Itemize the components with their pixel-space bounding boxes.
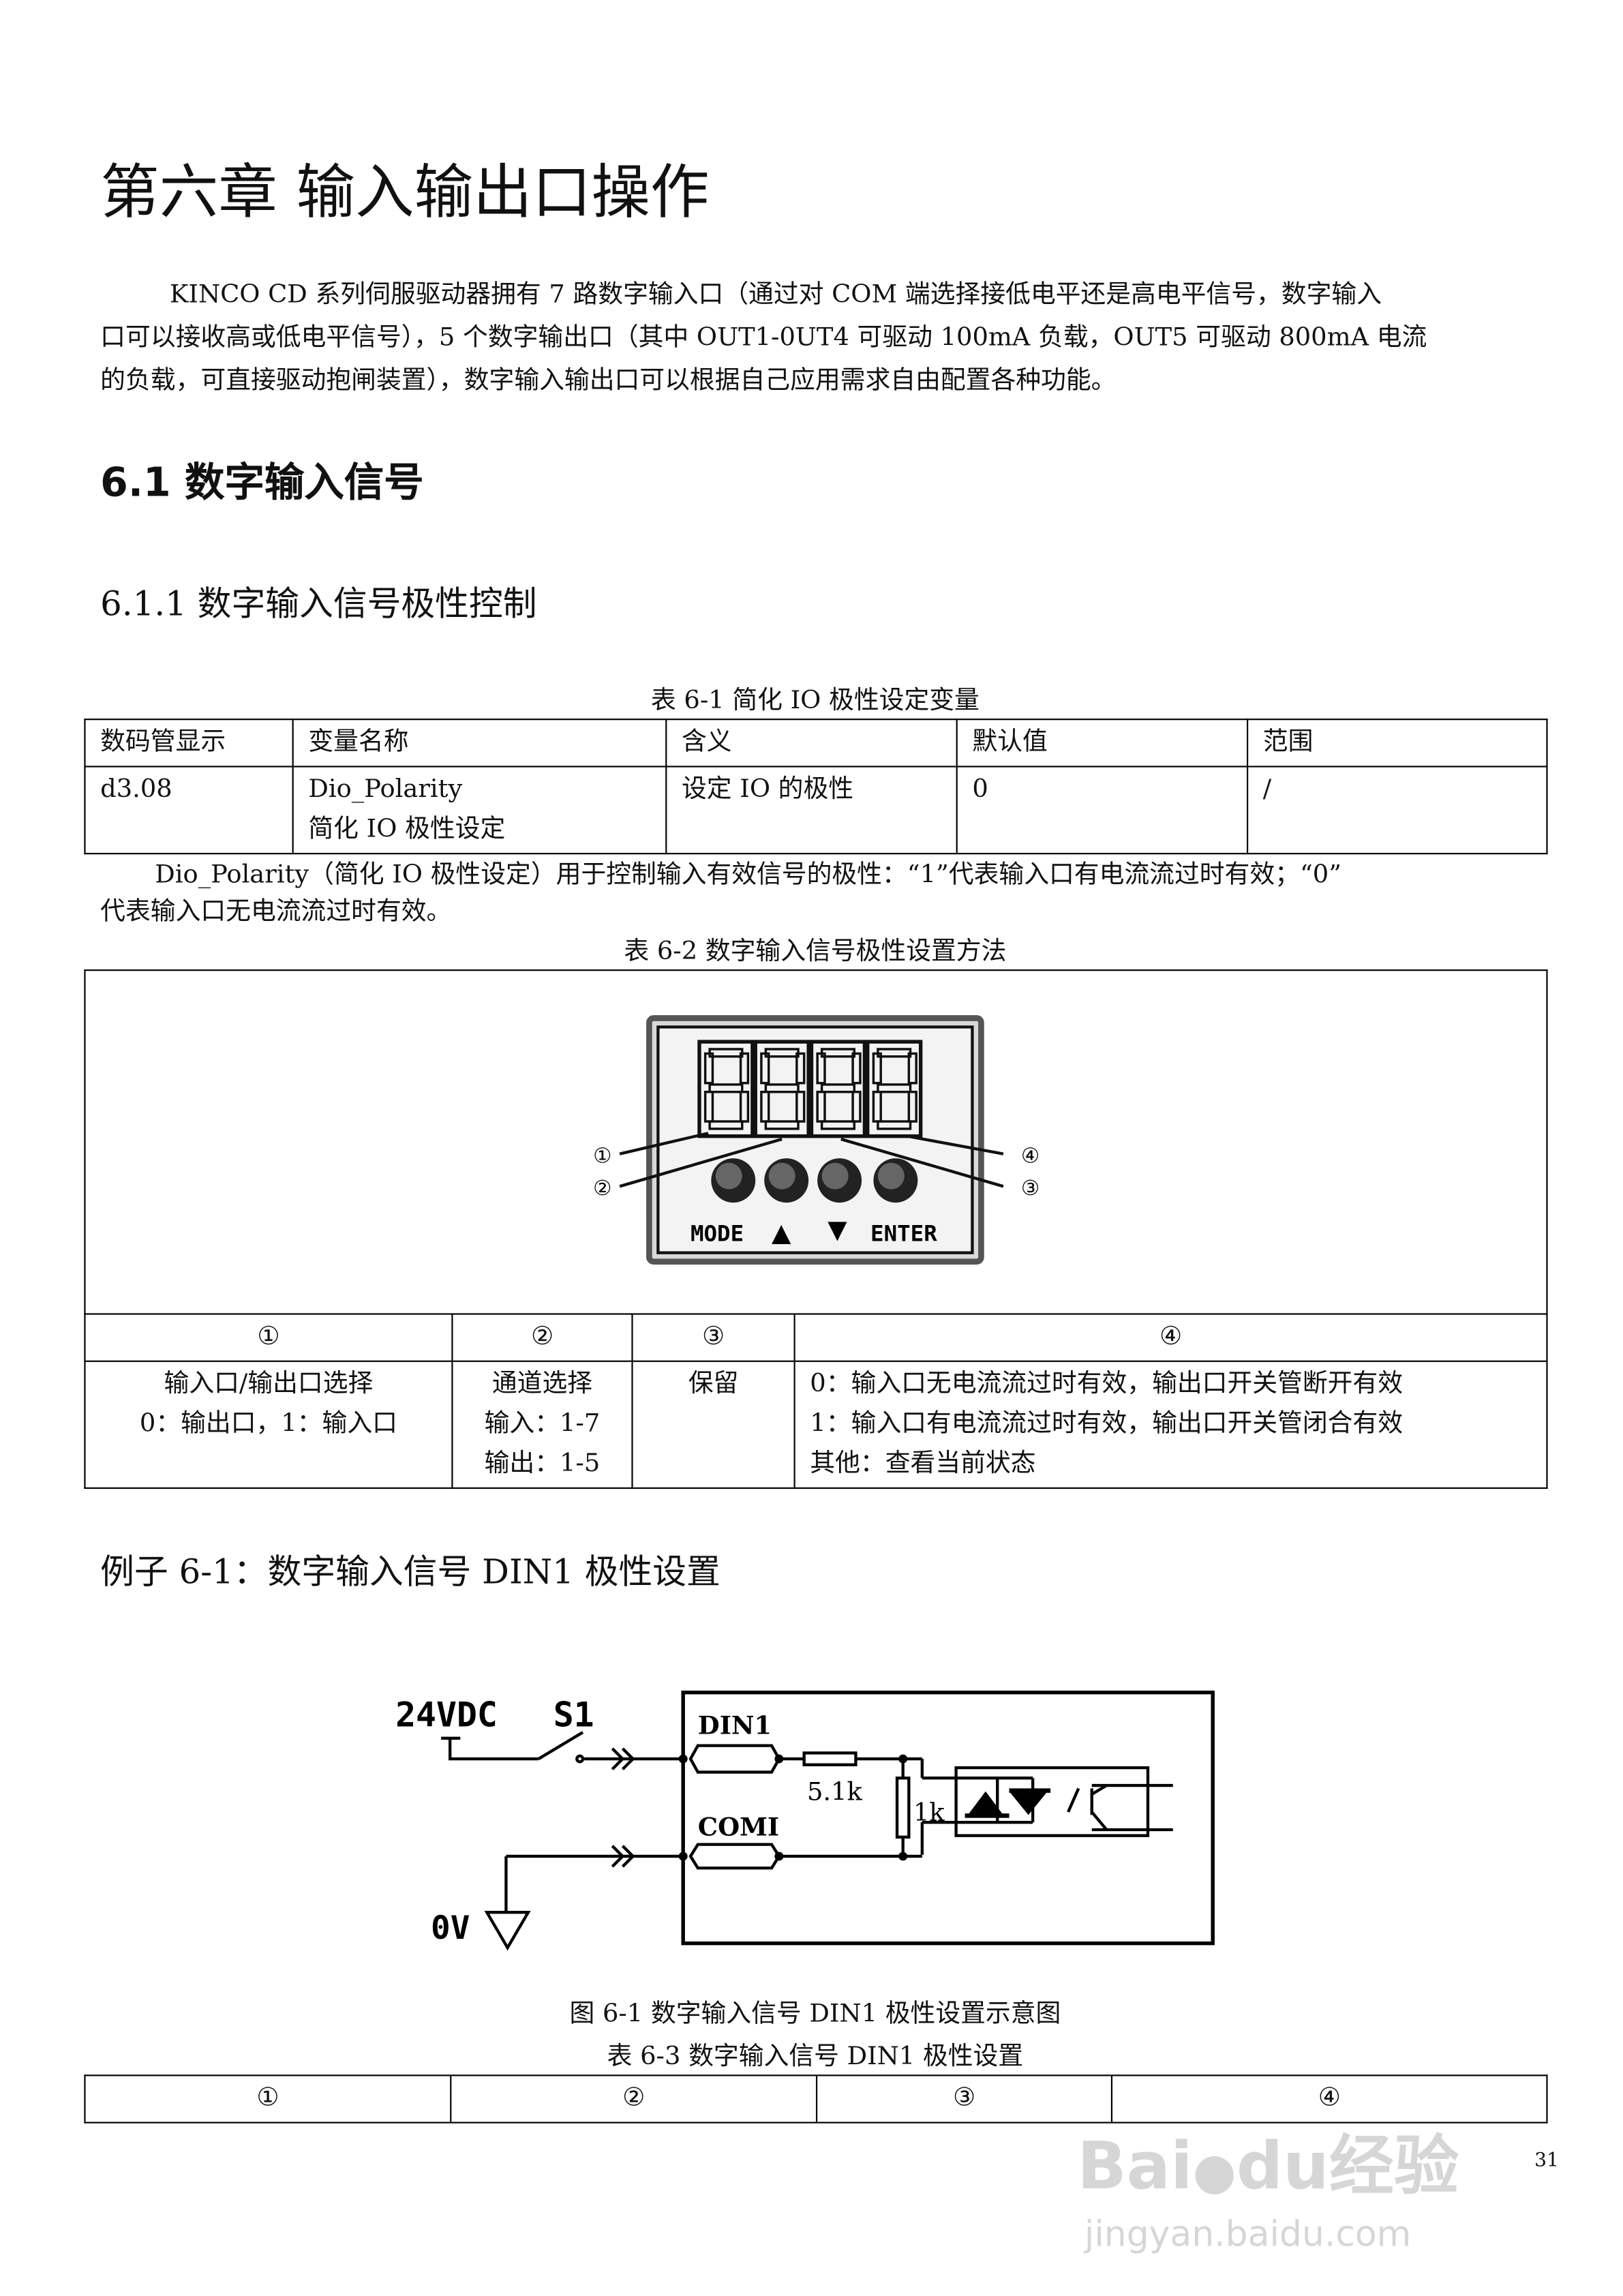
callout-4: ④ bbox=[1021, 1145, 1040, 1168]
variable-name: Dio_Polarity bbox=[308, 774, 463, 804]
segment bbox=[708, 1083, 744, 1093]
subsection-heading: 6.1.1 数字输入信号极性控制 bbox=[100, 586, 537, 624]
header-cell: 含义 bbox=[665, 719, 958, 768]
para2-line-1: Dio_Polarity（简化 IO 极性设定）用于控制输入有效信号的极性：“1… bbox=[155, 860, 1342, 890]
segment bbox=[907, 1090, 917, 1123]
header-cell: 范围 bbox=[1247, 719, 1548, 768]
intro-line-1: KINCO CD 系列伺服驱动器拥有 7 路数字输入口（通过对 COM 端选择接… bbox=[169, 280, 1382, 310]
din-label: DIN1 bbox=[698, 1710, 772, 1740]
segment bbox=[877, 1083, 912, 1093]
header-cell: ④ bbox=[793, 1313, 1548, 1362]
r2-label: 1k bbox=[913, 1798, 945, 1827]
up-label: ▲ bbox=[772, 1218, 791, 1247]
segment bbox=[708, 1120, 744, 1130]
figure-caption: 图 6-1 数字输入信号 DIN1 极性设置示意图 bbox=[569, 1999, 1061, 2029]
polarity-variable-table: 数码管显示 变量名称 含义 默认值 范围 d3.08 Dio_Polarity 简… bbox=[84, 719, 1548, 855]
segment bbox=[760, 1090, 770, 1123]
segment bbox=[816, 1052, 826, 1085]
table2-caption: 表 6-2 数字输入信号极性设置方法 bbox=[624, 937, 1007, 967]
enter-label: ENTER bbox=[870, 1220, 937, 1246]
segment bbox=[739, 1052, 750, 1085]
table-header-row: ① ② ③ ④ bbox=[84, 1313, 1548, 1362]
r1-label: 5.1k bbox=[807, 1777, 862, 1807]
header-cell: ③ bbox=[631, 1313, 795, 1362]
seven-segment-digit bbox=[753, 1040, 810, 1138]
cell: / bbox=[1247, 766, 1548, 855]
keypad-display-figure: MODE ▲ ▼ ENTER ① ② ④ ③ bbox=[593, 1015, 1040, 1265]
mode-label: MODE bbox=[691, 1220, 744, 1246]
din1-polarity-table: ① ② ③ ④ bbox=[84, 2074, 1548, 2124]
segment bbox=[739, 1090, 750, 1123]
segment bbox=[820, 1083, 855, 1093]
header-cell: ③ bbox=[815, 2074, 1113, 2124]
display-figure-cell bbox=[84, 969, 1548, 1315]
callout-2: ② bbox=[593, 1177, 611, 1200]
baidu-watermark-logo: Bai●du经验 bbox=[1077, 2129, 1459, 2205]
intro-line-2: 口可以接收高或低电平信号），5 个数字输出口（其中 OUT1-0UT4 可驱动 … bbox=[100, 323, 1427, 353]
header-cell: 变量名称 bbox=[292, 719, 667, 768]
segment bbox=[764, 1120, 800, 1130]
seven-segment-digit bbox=[809, 1040, 867, 1138]
circuit-diagram: 24VDC S1 DIN1 COMI 5.1k 1k 0V bbox=[395, 1690, 1215, 1951]
header-cell: 数码管显示 bbox=[84, 719, 294, 768]
example-title: 例子 6-1：数字输入信号 DIN1 极性设置 bbox=[100, 1554, 721, 1592]
page-number: 31 bbox=[1534, 2149, 1559, 2173]
callout-3: ③ bbox=[1021, 1177, 1040, 1200]
header-cell: ④ bbox=[1110, 2074, 1548, 2124]
segment bbox=[872, 1052, 882, 1085]
segment bbox=[851, 1090, 862, 1123]
segment bbox=[851, 1052, 862, 1085]
com-label: COMI bbox=[698, 1812, 779, 1842]
segment bbox=[872, 1090, 882, 1123]
header-cell: ① bbox=[84, 2074, 452, 2124]
segment bbox=[816, 1090, 826, 1123]
chapter-title: 第六章 输入输出口操作 bbox=[100, 159, 710, 228]
segment bbox=[703, 1090, 714, 1123]
header-cell: ② bbox=[451, 1313, 633, 1362]
segment bbox=[795, 1090, 806, 1123]
cell: 0 bbox=[956, 766, 1249, 855]
segment bbox=[907, 1052, 917, 1085]
table3-caption: 表 6-3 数字输入信号 DIN1 极性设置 bbox=[607, 2042, 1024, 2072]
para2-line-2: 代表输入口无电流流过时有效。 bbox=[100, 897, 452, 927]
header-cell: 默认值 bbox=[956, 719, 1249, 768]
callout-1: ① bbox=[593, 1145, 611, 1168]
table1-caption: 表 6-1 简化 IO 极性设定变量 bbox=[650, 686, 980, 716]
cell: 设定 IO 的极性 bbox=[665, 766, 958, 855]
intro-line-3: 的负载，可直接驱动抱闸装置），数字输入输出口可以根据自己应用需求自由配置各种功能… bbox=[100, 365, 1117, 396]
segment bbox=[877, 1120, 912, 1130]
down-label: ▼ bbox=[828, 1215, 847, 1244]
segment bbox=[760, 1052, 770, 1085]
table-header-row: ① ② ③ ④ bbox=[84, 2074, 1548, 2124]
cell: 保留 bbox=[631, 1360, 795, 1489]
cell: Dio_Polarity 简化 IO 极性设定 bbox=[292, 766, 667, 855]
cell: d3.08 bbox=[84, 766, 294, 855]
seven-segment-digit bbox=[866, 1040, 923, 1138]
ground-label: 0V bbox=[431, 1909, 470, 1947]
table-row: d3.08 Dio_Polarity 简化 IO 极性设定 设定 IO 的极性 0… bbox=[84, 766, 1548, 855]
watermark-url: jingyan.baidu.com bbox=[1084, 2213, 1412, 2255]
segment bbox=[795, 1052, 806, 1085]
segment bbox=[764, 1083, 800, 1093]
variable-desc: 简化 IO 极性设定 bbox=[308, 814, 506, 845]
section-heading: 6.1 数字输入信号 bbox=[100, 460, 424, 507]
segment bbox=[820, 1120, 855, 1130]
segment bbox=[703, 1052, 714, 1085]
header-cell: ① bbox=[84, 1313, 453, 1362]
seven-segment-digit bbox=[697, 1040, 755, 1138]
supply-label: 24VDC bbox=[395, 1695, 498, 1734]
header-cell: ② bbox=[450, 2074, 818, 2124]
switch-label: S1 bbox=[553, 1695, 594, 1734]
table-header-row: 数码管显示 变量名称 含义 默认值 范围 bbox=[84, 719, 1548, 768]
